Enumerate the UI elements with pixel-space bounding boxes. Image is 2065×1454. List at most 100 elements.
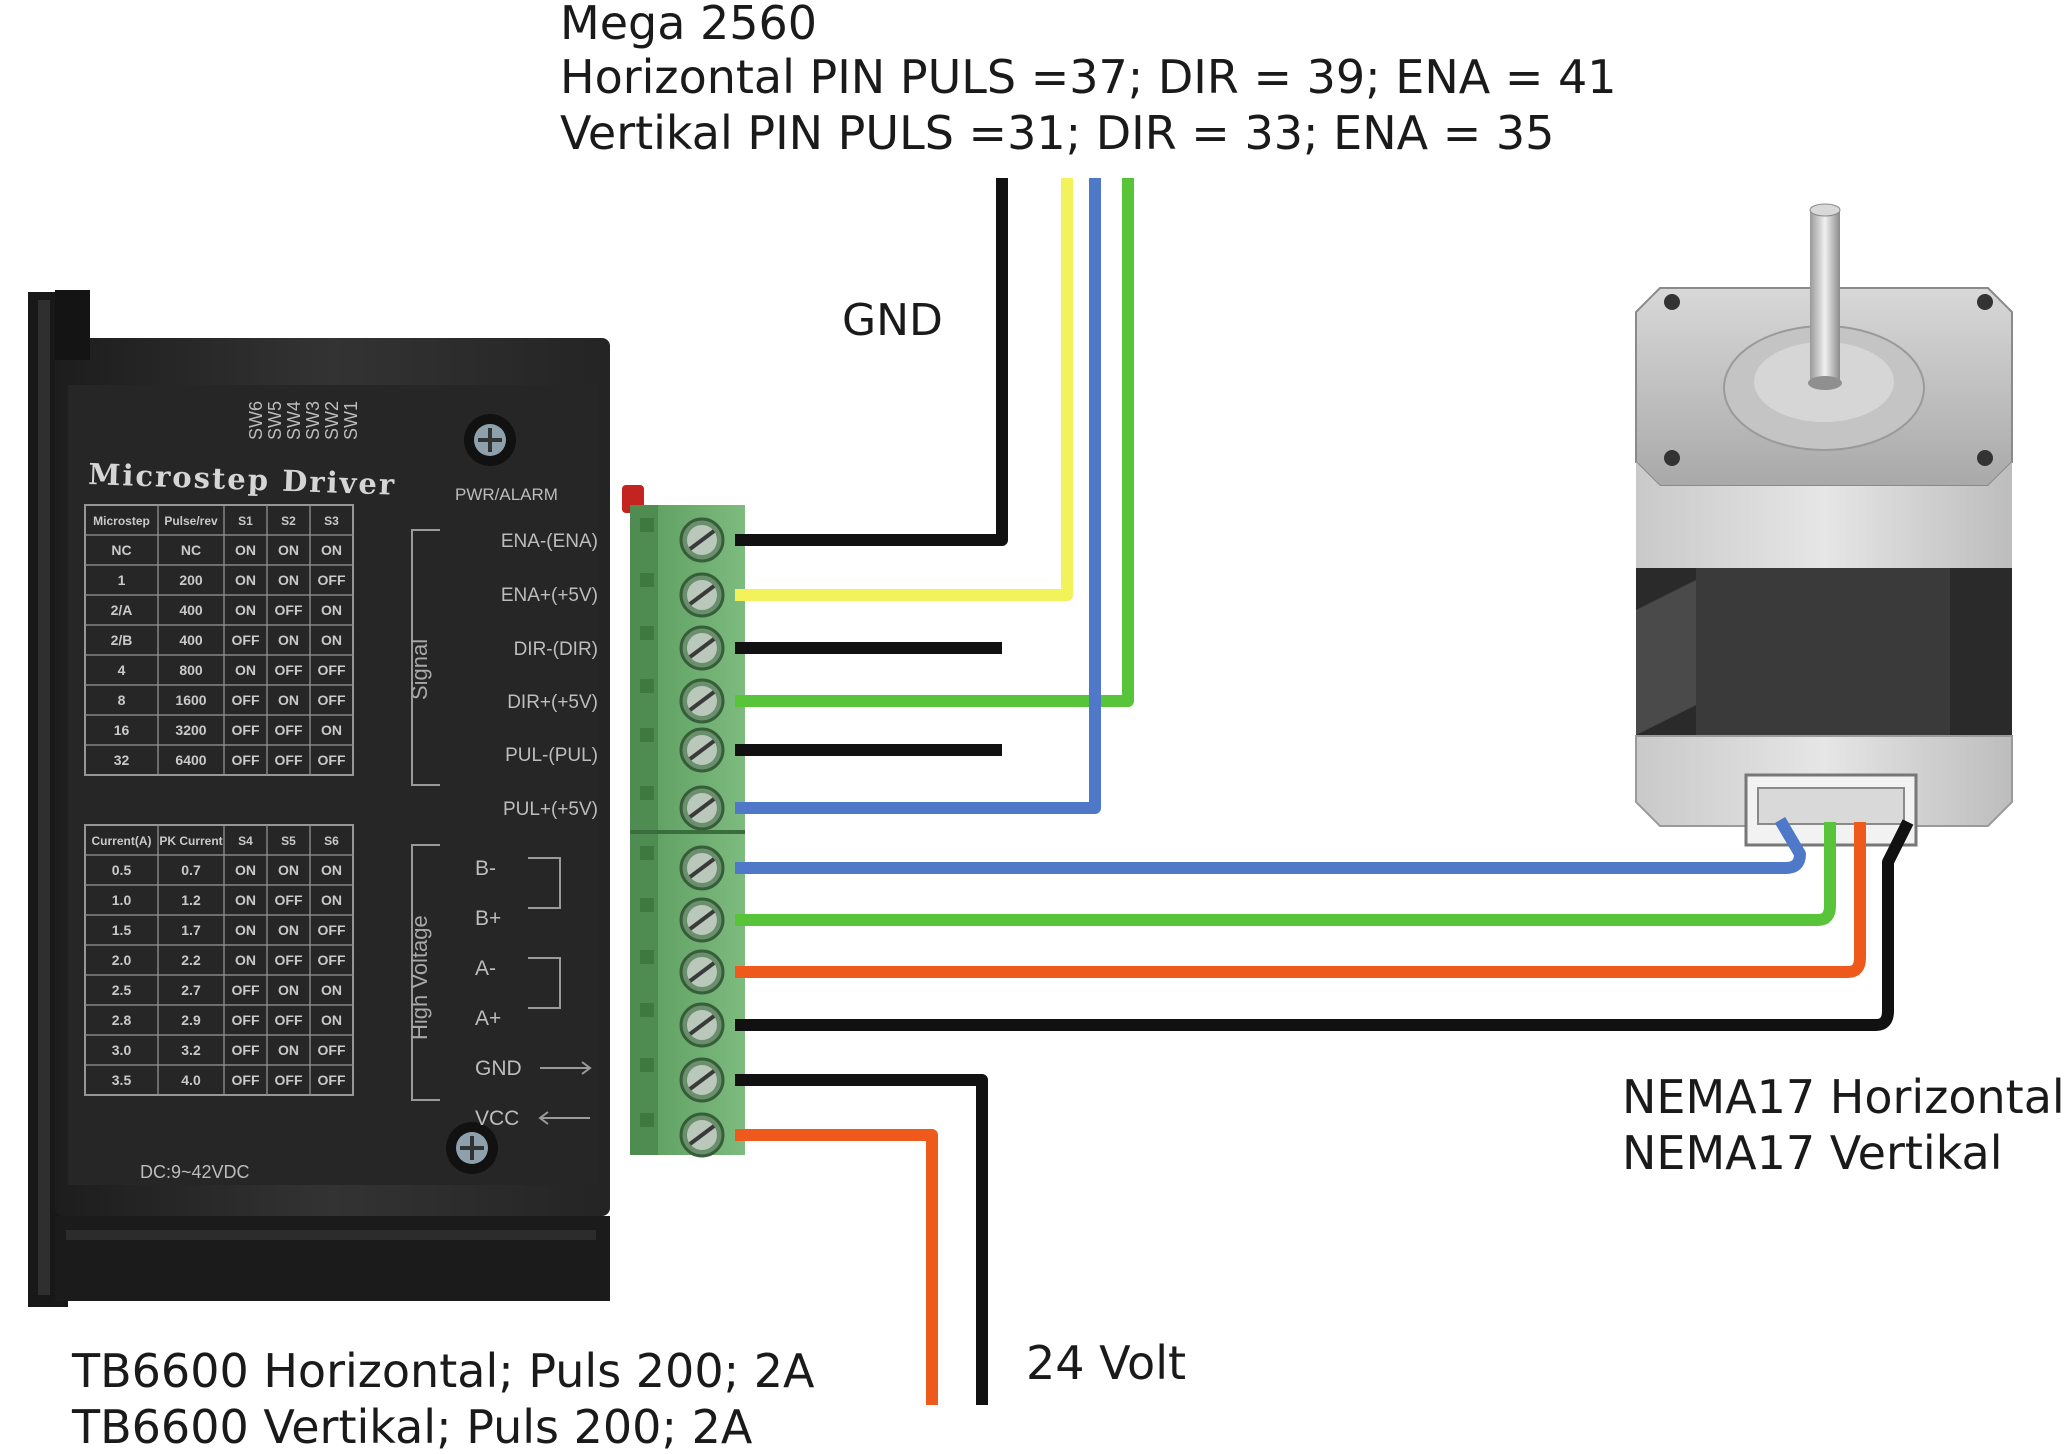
table-cell: ON xyxy=(278,862,299,878)
table-cell: 6400 xyxy=(175,752,206,768)
terminal-screw xyxy=(640,897,725,943)
table-header-cell: S4 xyxy=(238,834,253,848)
nema17-motor xyxy=(1635,203,2013,847)
table-cell: OFF xyxy=(275,752,303,768)
table-header-cell: PK Current xyxy=(159,834,222,848)
table-header-cell: Current(A) xyxy=(92,834,152,848)
table-cell: ON xyxy=(321,892,342,908)
terminal-screw xyxy=(640,1057,725,1103)
table-cell: OFF xyxy=(275,892,303,908)
signal-terminal-label: ENA-(ENA) xyxy=(501,531,598,552)
table-cell: 3.0 xyxy=(112,1042,132,1058)
table-cell: ON xyxy=(321,1012,342,1028)
hv-terminal-label: B- xyxy=(475,857,496,880)
table-cell: 0.5 xyxy=(112,862,132,878)
table-cell: ON xyxy=(321,542,342,558)
table-cell: OFF xyxy=(232,632,260,648)
vertical-pin-label: Vertikal PIN PULS =31; DIR = 33; ENA = 3… xyxy=(560,106,1555,160)
table-cell: ON xyxy=(278,692,299,708)
board-title: Mega 2560 xyxy=(560,0,818,50)
table-cell: ON xyxy=(235,892,256,908)
table-cell: ON xyxy=(321,632,342,648)
terminal-labels: ENA-(ENA)ENA+(+5V)DIR-(DIR)DIR+(+5V)PUL-… xyxy=(475,531,598,1130)
table-cell: 2.2 xyxy=(181,952,201,968)
hv-terminal-label: A+ xyxy=(475,1007,501,1030)
signal-terminal-label: PUL-(PUL) xyxy=(505,745,598,766)
sw-label-6: SW6 xyxy=(246,401,266,440)
driver-top-flange xyxy=(55,290,90,360)
table-cell: ON xyxy=(321,982,342,998)
table-header-cell: Pulse/rev xyxy=(164,514,218,528)
hv-terminal-label: GND xyxy=(475,1057,522,1080)
table-cell: OFF xyxy=(232,1072,260,1088)
table-cell: 2.8 xyxy=(112,1012,132,1028)
table-cell: 400 xyxy=(179,602,203,618)
terminal-screw xyxy=(640,785,725,831)
table-cell: OFF xyxy=(232,692,260,708)
signal-terminal-label: PUL+(+5V) xyxy=(503,799,598,820)
table-cell: 4 xyxy=(118,662,126,678)
table-cell: 1 xyxy=(118,572,126,588)
mount-hole xyxy=(1977,294,1993,310)
tb6600-driver: Microstep Driver SW6 SW5 SW4 SW3 SW2 SW1… xyxy=(28,290,745,1307)
hv-terminal-label: VCC xyxy=(475,1107,519,1130)
table-cell: OFF xyxy=(275,662,303,678)
sw-labels: SW6 SW5 SW4 SW3 SW2 SW1 xyxy=(246,401,361,440)
table-header-cell: S1 xyxy=(238,514,253,528)
table-cell: 2/A xyxy=(111,602,133,618)
terminal-screws xyxy=(640,517,725,1158)
table-cell: 0.7 xyxy=(181,862,201,878)
dc-range-label: DC:9~42VDC xyxy=(140,1162,250,1182)
mount-hole xyxy=(1664,294,1680,310)
wire-a-minus-orange xyxy=(735,822,1866,978)
table-cell: OFF xyxy=(275,722,303,738)
table-cell: ON xyxy=(235,862,256,878)
mount-hole xyxy=(1977,450,1993,466)
sw-label-5: SW5 xyxy=(265,401,285,440)
table-cell: OFF xyxy=(318,572,346,588)
table-cell: OFF xyxy=(232,1042,260,1058)
table-cell: OFF xyxy=(232,1012,260,1028)
table-cell: 16 xyxy=(114,722,130,738)
terminal-screw xyxy=(640,572,725,618)
wire-a-plus-black xyxy=(735,819,1914,1031)
table-cell: OFF xyxy=(275,1072,303,1088)
table-cell: ON xyxy=(235,922,256,938)
pwr-alarm-label: PWR/ALARM xyxy=(455,485,558,504)
table-cell: NC xyxy=(181,542,201,558)
table-header-cell: S2 xyxy=(281,514,296,528)
wires xyxy=(735,178,1914,1405)
driver-bottom-flange xyxy=(55,1216,610,1301)
table-cell: 2/B xyxy=(111,632,133,648)
table-cell: 1.5 xyxy=(112,922,132,938)
sw-label-3: SW3 xyxy=(303,401,323,440)
screw-top xyxy=(464,414,516,466)
signal-group-label: Signal xyxy=(407,639,432,700)
table-header-cell: S6 xyxy=(324,834,339,848)
table-cell: 800 xyxy=(179,662,203,678)
terminal-screw xyxy=(640,678,725,724)
terminal-screw xyxy=(640,1002,725,1048)
motor-stator xyxy=(1636,568,2012,736)
wire-b-plus-green xyxy=(735,822,1836,926)
table-cell: ON xyxy=(235,662,256,678)
table-cell: ON xyxy=(235,952,256,968)
table-cell: ON xyxy=(321,722,342,738)
table-cell: ON xyxy=(321,862,342,878)
table-cell: OFF xyxy=(232,982,260,998)
terminal-screw xyxy=(640,949,725,995)
hv-terminal-label: B+ xyxy=(475,907,501,930)
motor-label-horizontal: NEMA17 Horizontal xyxy=(1622,1070,2065,1124)
table-cell: OFF xyxy=(318,1072,346,1088)
table-header-cell: S5 xyxy=(281,834,296,848)
table-cell: 1.7 xyxy=(181,922,201,938)
driver-label-horizontal: TB6600 Horizontal; Puls 200; 2A xyxy=(72,1344,815,1398)
table-cell: OFF xyxy=(232,722,260,738)
signal-terminal-label: DIR+(+5V) xyxy=(507,692,598,713)
mount-hole xyxy=(1664,450,1680,466)
terminal-screw xyxy=(640,625,725,671)
table-cell: 3.2 xyxy=(181,1042,201,1058)
table-cell: OFF xyxy=(318,922,346,938)
table-cell: ON xyxy=(278,542,299,558)
